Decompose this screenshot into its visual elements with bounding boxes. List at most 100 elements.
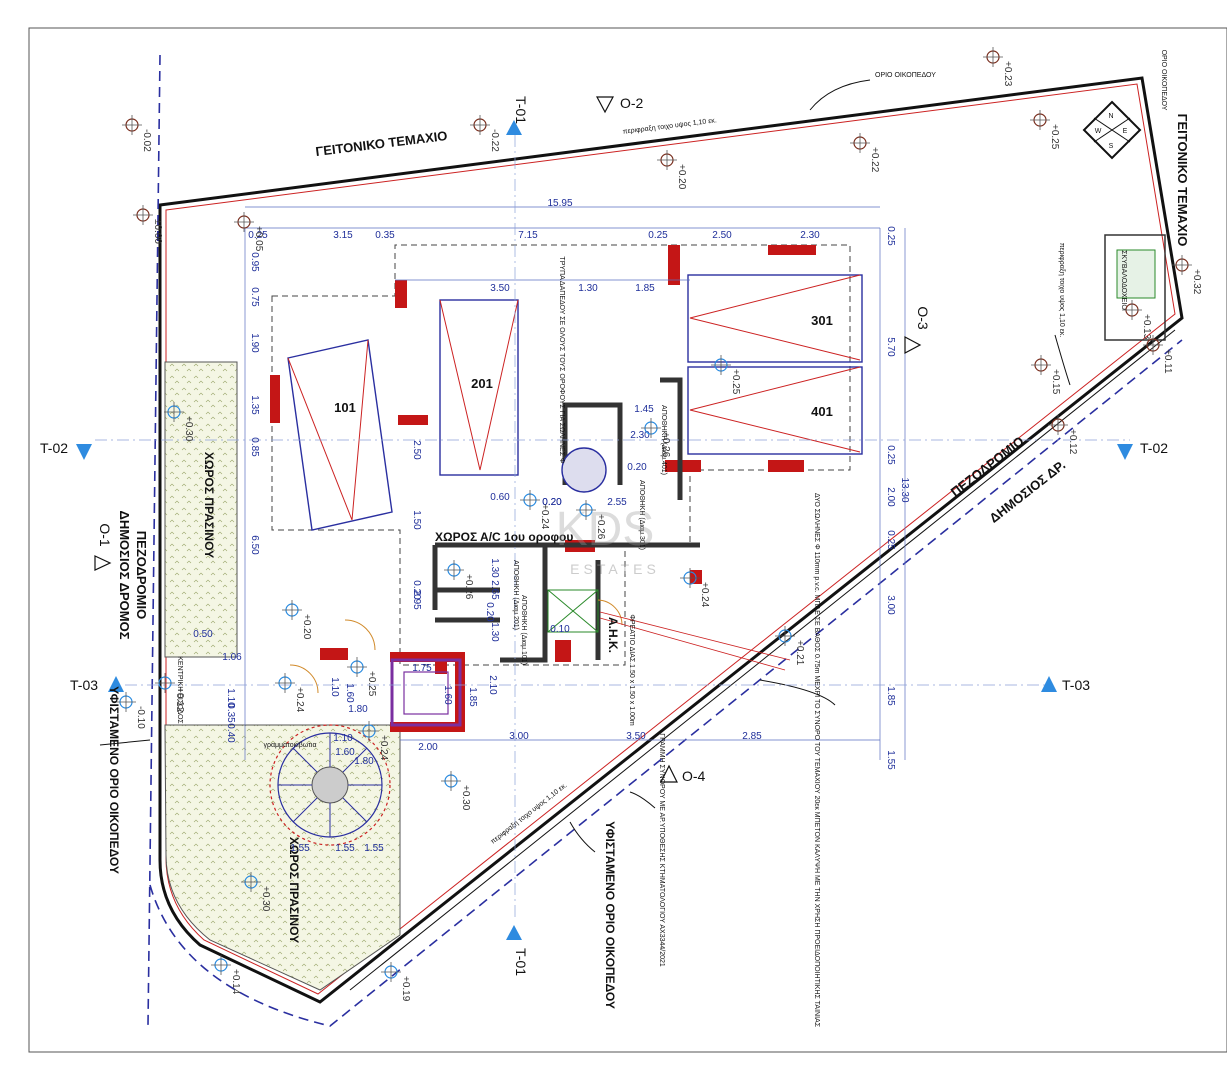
door-swing: [344, 619, 376, 651]
boundary-line-note: ΓΡΑΜΜΗ ΣΥΝΟΡΟΥ ΜΕ ΑΡ.ΥΠΟΘΕΣΗΣ ΚΤΗΜΑΤΟΛΟΓ…: [658, 733, 665, 967]
level-label: +0.19: [400, 976, 411, 1002]
green-space-left: [164, 361, 238, 658]
total-dimension-right: 13.30: [899, 477, 910, 502]
leader-arrow: [569, 821, 596, 853]
dimension-label: 6.50: [249, 535, 260, 555]
level-marker: -0.02: [122, 115, 152, 152]
dimension-label: 0.10: [550, 624, 570, 635]
dimension-label: 1.75: [412, 663, 432, 674]
level-marker: +0.24: [275, 673, 305, 713]
svg-text:T-03: T-03: [1062, 677, 1090, 693]
dimension-label: 0.35: [375, 230, 395, 241]
svg-text:T-01: T-01: [513, 96, 529, 124]
plot-boundary: [158, 76, 1184, 1004]
view-marker-o2: O-2: [596, 95, 644, 114]
door-swing: [289, 664, 319, 694]
dimension-label: 0.25: [885, 445, 896, 465]
level-label: -0.10: [135, 706, 146, 729]
dimension-label: 0.25: [248, 230, 268, 241]
spiral-staircase: [269, 724, 391, 846]
dimension-label: 1.80: [348, 704, 368, 715]
drawing-frame: [28, 27, 1227, 1053]
level-label: +0.20: [301, 614, 312, 640]
main-entrance-label: ΚΕΝΤΡΙΚΗ ΕΙΣΟΔΟΣ: [176, 656, 183, 724]
parking-201: 201: [439, 299, 519, 476]
level-marker: +0.26: [576, 500, 606, 540]
section-marker-t03-right: T-03: [1041, 676, 1090, 693]
svg-text:O-3: O-3: [915, 306, 931, 330]
dimension-label: 3.50: [626, 731, 646, 742]
level-marker: +0.30: [164, 402, 194, 442]
manhole: [547, 589, 599, 633]
dimension-label: 1.30: [489, 622, 500, 642]
dimension-label: 0.25: [885, 530, 896, 550]
level-label: +0.25: [1049, 124, 1060, 150]
svg-text:E: E: [1123, 128, 1128, 135]
level-marker: +0.24: [680, 568, 710, 608]
level-label: +0.24: [378, 735, 389, 761]
sidewalk-label-left: ΠΕΖΟΔΡΟΜΙΟ: [134, 531, 149, 619]
slab-hole: [561, 447, 607, 493]
svg-text:W: W: [1095, 128, 1102, 135]
level-label: +0.05: [253, 226, 264, 252]
level-marker: +0.25: [347, 657, 377, 697]
dimension-label: 1.90: [249, 333, 260, 353]
green-space-label-bottom: ΧΩΡΟΣ ΠΡΑΣΙΝΟΥ: [287, 837, 301, 943]
leader-arrow: [759, 679, 836, 706]
bin-area-label: ΣΚΥΒΑΛΟΔΟΧΕΙΟ: [1120, 250, 1127, 310]
dimension-label: 0.20: [411, 580, 422, 600]
dimension-lines: [244, 206, 906, 760]
dimension-label: 0.40: [225, 723, 236, 743]
dimension-label: 1.85: [467, 687, 478, 707]
leader-arrow: [809, 79, 871, 111]
level-label: +0.26: [660, 432, 671, 458]
sidewalk-edge: [349, 329, 1176, 991]
ahk-label: Α.Η.Κ.: [606, 617, 620, 653]
level-marker: +0.26: [641, 418, 671, 458]
dimension-label: 1.55: [364, 843, 384, 854]
level-label: +0.24: [539, 504, 550, 530]
dimension-label: 1.30: [489, 558, 500, 578]
dimension-label: 1.55: [885, 750, 896, 770]
dimension-label: 3.00: [509, 731, 529, 742]
level-marker: -0.22: [470, 115, 500, 152]
lift-shaft: [390, 658, 462, 727]
level-label: +0.12: [1067, 429, 1078, 455]
parking-label: 301: [811, 313, 833, 328]
svg-text:T-03: T-03: [70, 677, 98, 693]
dimension-label: 3.50: [490, 283, 510, 294]
dimension-label: 1.60: [344, 683, 355, 703]
dimension-label: 1.85: [635, 283, 655, 294]
view-marker-o1: O-1: [94, 523, 113, 571]
dimension-label: 2.00: [885, 487, 896, 507]
dimension-label: 3.00: [885, 595, 896, 615]
building-outline: [271, 244, 851, 666]
dimension-label: 2.30: [630, 430, 650, 441]
level-label: -0.02: [141, 129, 152, 152]
level-label: +0.20: [676, 164, 687, 190]
section-marker-t01-top: T-01: [506, 96, 529, 135]
bin-area: [1104, 234, 1166, 341]
level-label: +0.32: [1191, 269, 1202, 295]
dimension-label: 1.60: [335, 747, 355, 758]
neighbour-label-right: ΓΕΙΤΟΝΙΚΟ ΤΕΜΑΧΙΟ: [1175, 114, 1190, 247]
svg-text:T-01: T-01: [513, 948, 529, 976]
existing-boundary-left: [147, 54, 161, 1026]
level-marker: +0.11: [1143, 335, 1173, 374]
dimension-label: 2.50: [712, 230, 732, 241]
level-label: +0.15: [1050, 369, 1061, 395]
level-marker: +0.32: [1172, 255, 1202, 295]
dimension-label: 1.10: [333, 733, 353, 744]
dimension-label: 1.10: [329, 677, 340, 697]
level-marker: +0.20: [657, 150, 687, 190]
level-marker: +0.26: [444, 560, 474, 600]
total-dimension-top: 15.95: [547, 198, 572, 209]
svg-text:S: S: [1109, 143, 1114, 150]
level-marker: +0.14: [211, 955, 241, 995]
level-label: +0.26: [463, 574, 474, 600]
dimension-label: 2.85: [742, 731, 762, 742]
svg-text:N: N: [1108, 113, 1113, 120]
dimension-label: 1.60: [442, 685, 453, 705]
level-label: +0.30: [460, 785, 471, 811]
